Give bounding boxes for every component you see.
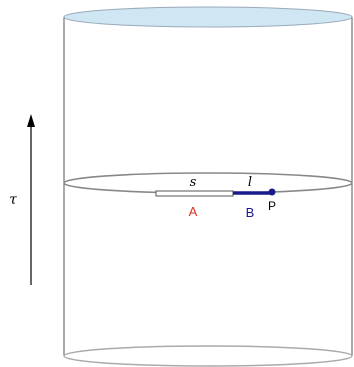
segment-a-length-label: s (190, 175, 197, 190)
point-p-label: P (268, 199, 276, 213)
top-cap (63, 6, 353, 28)
time-arrow-head (27, 114, 35, 127)
segment-a (155, 190, 234, 197)
region-a-label: A (189, 204, 198, 219)
bottom-cap (63, 345, 353, 367)
time-axis-label: τ (9, 192, 17, 208)
region-b-label: B (246, 205, 255, 220)
segment-b-length-label: l (248, 175, 252, 190)
point-p-marker (268, 188, 276, 196)
time-slice-ellipse (63, 172, 353, 194)
